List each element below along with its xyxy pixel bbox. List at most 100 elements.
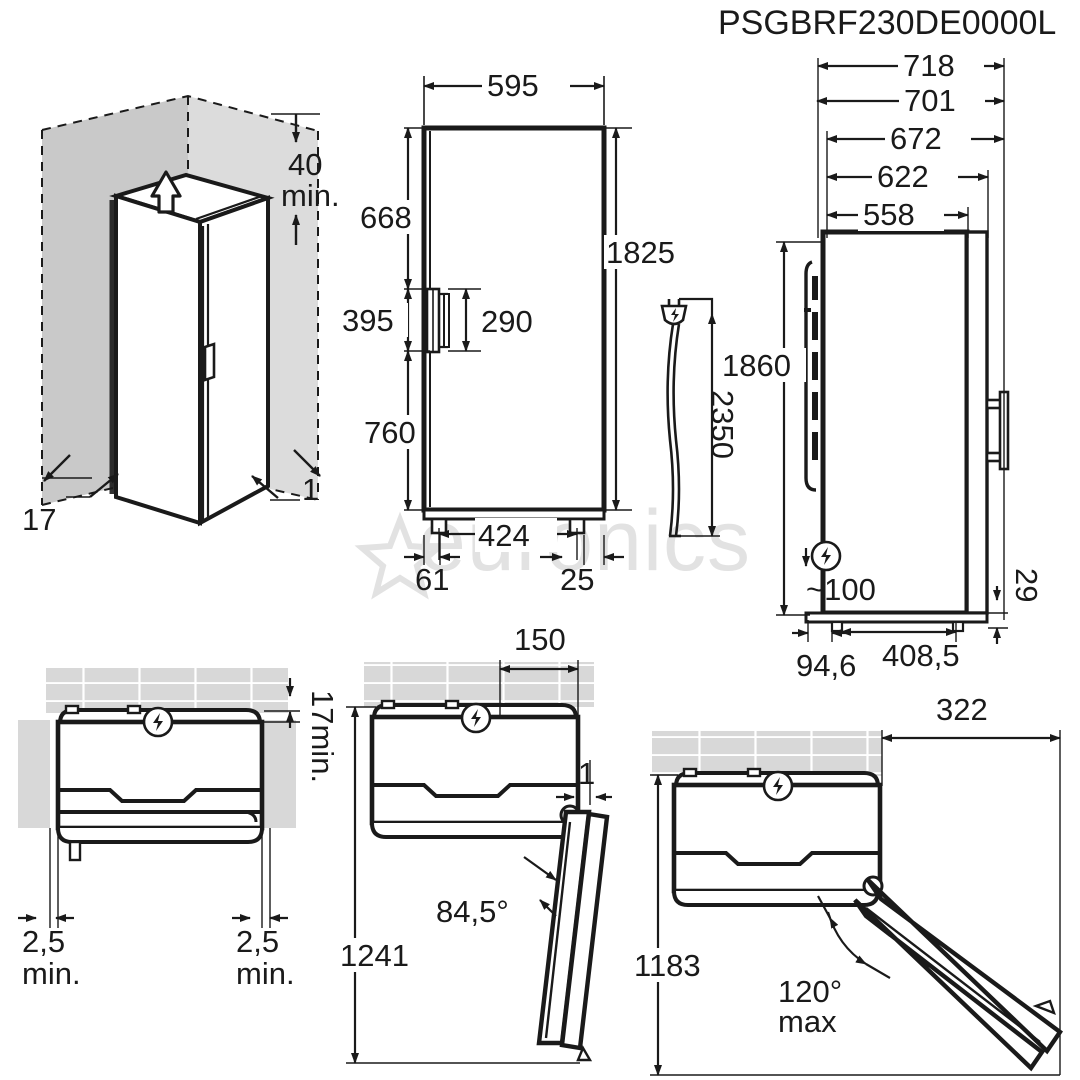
recess-profile bbox=[58, 788, 262, 803]
rear-spacer-right bbox=[126, 704, 142, 715]
view-top-door-120: 322 1183 120° max bbox=[632, 692, 1064, 1076]
dim-1241-value: 1241 bbox=[340, 938, 409, 973]
door-open-seam-3 bbox=[865, 907, 1041, 1043]
dim-4085-value: 408,5 bbox=[882, 638, 960, 673]
dim-side-622: 622 bbox=[826, 159, 989, 238]
page-title: PSGBRF230DE0000L bbox=[718, 4, 1056, 42]
dim-120-note: max bbox=[778, 1004, 837, 1039]
dim-right-clearance: 1 bbox=[251, 449, 321, 507]
dim-946-value: 94,6 bbox=[796, 648, 856, 683]
side-foot-front bbox=[830, 620, 844, 633]
appliance-isometric bbox=[109, 172, 275, 527]
dim-622-value: 622 bbox=[877, 159, 929, 194]
dim-17-value: 17 bbox=[22, 502, 56, 537]
dim-1-value: 1 bbox=[302, 472, 319, 507]
door-foot-2 bbox=[576, 1045, 593, 1062]
power-symbol-icon-top2 bbox=[460, 702, 492, 734]
hinge-arc bbox=[245, 810, 258, 823]
dim-25min-right-note: min. bbox=[236, 956, 295, 991]
view-side: 718 701 672 622 bbox=[720, 48, 1044, 683]
dim-top-clearance: 40 min. bbox=[271, 113, 340, 245]
power-symbol-icon-top3 bbox=[762, 770, 794, 802]
door-open-seam bbox=[544, 821, 572, 1039]
dim-701-value: 701 bbox=[904, 83, 956, 118]
dim-322-value: 322 bbox=[936, 692, 988, 727]
handle-mounts bbox=[203, 347, 205, 378]
view-front: 595 668 395 760 290 bbox=[340, 68, 690, 597]
dim-40-note: min. bbox=[281, 178, 340, 213]
dim-side-height: 1860 bbox=[720, 241, 824, 616]
dim-front-width: 595 bbox=[423, 68, 605, 125]
dim-front-left-chain: 668 395 760 bbox=[340, 127, 430, 511]
dim-side-rear-gap: 29 bbox=[988, 568, 1044, 644]
dim-29-value: 29 bbox=[1009, 568, 1044, 602]
dim-424-value: 424 bbox=[478, 518, 530, 553]
door-handle bbox=[203, 342, 216, 382]
power-cord-line-a bbox=[666, 323, 675, 537]
dim-left-clearance: 17 bbox=[22, 454, 119, 537]
dim-side-718: 718 bbox=[817, 48, 1005, 620]
door-front-2 bbox=[370, 822, 578, 839]
view-top-clearance: 17min. 2,5 min. 2,5 min. bbox=[18, 668, 340, 991]
dim-front-right-foot: 25 bbox=[540, 535, 624, 597]
dim-25-value: 25 bbox=[560, 562, 594, 597]
dim-hinge-offset: 150 bbox=[499, 622, 596, 718]
dim-672-value: 672 bbox=[890, 121, 942, 156]
side-door-slab bbox=[965, 230, 989, 615]
dim-25min-left-note: min. bbox=[22, 956, 81, 991]
power-symbol-icon-top1 bbox=[142, 706, 174, 738]
rear-spacer-2l bbox=[380, 699, 396, 710]
side-foot-rear bbox=[951, 620, 965, 633]
cabinet-outline-3 bbox=[671, 782, 883, 894]
dim-cord-length: 2350 bbox=[669, 313, 740, 537]
dim-595-value: 595 bbox=[487, 68, 539, 103]
door-foot-3 bbox=[1032, 999, 1056, 1016]
dim-front-foot-span: 424 bbox=[438, 518, 578, 560]
dim-845-value: 84,5° bbox=[436, 894, 509, 929]
dim-door-angle-845: 84,5° bbox=[436, 856, 557, 929]
rear-spacer-3r bbox=[746, 767, 762, 778]
dim-side-foot-span: 408,5 bbox=[840, 622, 960, 673]
view-isometric: 40 min. 17 1 bbox=[22, 94, 340, 537]
dim-front-handle-height: 290 bbox=[448, 288, 533, 352]
cord-top-lead bbox=[679, 297, 714, 314]
power-symbol-icon-side bbox=[810, 540, 842, 572]
front-handle bbox=[425, 287, 450, 354]
dim-25min-left: 2,5 bbox=[22, 924, 65, 959]
wall-left-block bbox=[18, 720, 50, 828]
dim-front-total-height: 1825 bbox=[604, 127, 690, 511]
dim-left-side-clearance: 2,5 min. bbox=[18, 828, 81, 991]
dim-side-front-foot: 94,6 bbox=[792, 620, 856, 683]
door-front-3 bbox=[672, 890, 880, 907]
dim-side-558: 558 bbox=[826, 197, 969, 238]
power-cord-line-b bbox=[672, 323, 681, 537]
dim-side-701: 701 bbox=[816, 83, 1005, 118]
recess-profile-2 bbox=[372, 783, 578, 798]
view-top-door-845: 150 1 84,5° 1241 bbox=[336, 622, 612, 1064]
rear-spacer-left bbox=[64, 704, 80, 715]
rear-spacer-3l bbox=[682, 767, 698, 778]
dim-right-side-clearance: 2,5 min. bbox=[232, 828, 295, 991]
dim-668-value: 668 bbox=[360, 200, 412, 235]
dim-290-value: 290 bbox=[481, 304, 533, 339]
dim-door-swing-322: 322 bbox=[881, 692, 1061, 1075]
wall-side-edges bbox=[41, 130, 319, 505]
cabinet-outline-2 bbox=[369, 714, 581, 826]
dim-760-value: 760 bbox=[364, 415, 416, 450]
star-icon bbox=[354, 511, 446, 600]
dim-rear-clearance: 17min. bbox=[258, 678, 340, 783]
dim-558-value: 558 bbox=[863, 197, 915, 232]
foot-marker bbox=[68, 840, 82, 862]
dim-395-value: 395 bbox=[342, 303, 394, 338]
dim-718-value: 718 bbox=[903, 48, 955, 83]
view-power-cord: 2350 bbox=[660, 297, 740, 538]
appliance-door-face bbox=[198, 195, 270, 527]
dim-25min-right: 2,5 bbox=[236, 924, 279, 959]
dim-door-gap: 1 bbox=[556, 756, 612, 805]
dim-1825-value: 1825 bbox=[606, 235, 675, 270]
side-cabinet-body bbox=[820, 229, 970, 616]
dim-front-left-foot: 61 bbox=[404, 535, 460, 597]
dim-100-value: ~100 bbox=[806, 572, 876, 607]
